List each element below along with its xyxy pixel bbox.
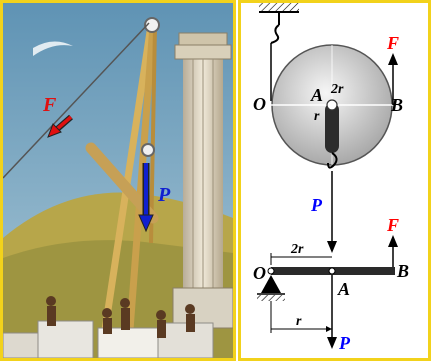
load-label-upper: P — [310, 195, 323, 215]
top-pulley-icon — [144, 17, 160, 33]
worker-body — [103, 318, 112, 334]
pin-support-icon — [261, 275, 281, 293]
worker-body — [121, 308, 130, 330]
load-arrowhead-lower — [327, 337, 337, 349]
mechanics-diagram-panel: F O A 2r r B P 2r F — [238, 0, 431, 361]
worker-head — [185, 304, 195, 314]
rim-label-upper: B — [390, 95, 403, 115]
center-label-lower: A — [337, 279, 350, 299]
stone-block — [3, 332, 39, 358]
worker-body — [186, 314, 195, 332]
force-label-lower: F — [386, 215, 399, 235]
arm-dimension-arrowhead — [326, 326, 332, 332]
mechanics-diagram: F O A 2r r B P 2r F — [253, 3, 409, 353]
axle-pin-icon — [326, 99, 338, 111]
bird-icon — [33, 41, 73, 56]
hauling-rope — [3, 22, 150, 179]
load-arrowhead-upper — [327, 241, 337, 253]
load-pulley-icon — [141, 143, 155, 157]
diameter-label-upper: 2r — [330, 82, 344, 97]
center-point-icon — [328, 267, 336, 275]
ceiling-hook-icon — [270, 24, 280, 44]
worker-body — [157, 320, 166, 338]
worker-head — [120, 298, 130, 308]
force-label-upper: F — [386, 33, 399, 53]
crane-pole-right — [125, 24, 157, 344]
span-label: 2r — [290, 242, 304, 257]
load-arrowhead — [138, 214, 154, 233]
column-capital — [174, 44, 232, 60]
worker-head — [156, 310, 166, 320]
worker-body — [47, 306, 56, 326]
crane-rope — [149, 24, 157, 244]
worker-head — [102, 308, 112, 318]
worker-head — [46, 296, 56, 306]
force-arrow — [55, 115, 73, 131]
radius-label-upper: r — [314, 109, 320, 124]
force-arrowhead-upper — [388, 53, 398, 65]
stone-block — [157, 322, 214, 358]
workers — [46, 296, 195, 338]
load-label-left: P — [157, 184, 171, 206]
force-label-left: F — [42, 94, 57, 116]
load-label-lower: P — [338, 333, 351, 353]
ground-hatch — [257, 295, 285, 301]
end-label-lower: B — [396, 261, 409, 281]
stone-block — [37, 320, 94, 358]
ceiling-support — [259, 3, 299, 11]
crane-scene: F P — [3, 3, 233, 358]
axle-slot — [325, 103, 339, 153]
load-hook-icon — [327, 152, 338, 169]
crane-illustration-panel: F P — [0, 0, 236, 361]
column-abacus — [178, 32, 228, 46]
pivot-label-lower: O — [253, 263, 266, 283]
pivot-label-upper: O — [253, 94, 266, 114]
force-arrowhead-lower — [388, 235, 398, 247]
force-arrowhead — [47, 123, 62, 138]
column-base — [172, 287, 233, 329]
center-label-upper: A — [310, 85, 323, 105]
arm-label: r — [296, 314, 302, 329]
pivot-point-icon — [267, 267, 275, 275]
